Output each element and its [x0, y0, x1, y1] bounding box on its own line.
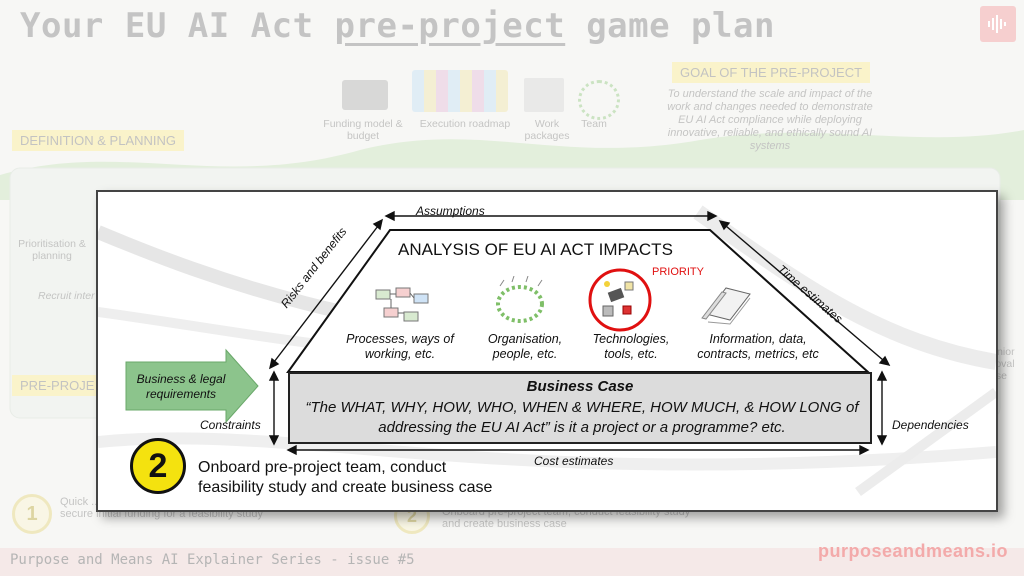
- series-footer: Purpose and Means AI Explainer Series - …: [10, 552, 415, 568]
- top-item-funding: Funding model & budget: [323, 118, 403, 142]
- recruit-label: Recruit inter: [38, 290, 95, 302]
- title-part1: Your EU AI Act: [20, 6, 335, 46]
- title-underlined: pre-project: [334, 6, 566, 46]
- constraints-label: Constraints: [200, 418, 261, 432]
- priority-label: PRIORITY: [652, 266, 704, 278]
- left-item-prioritisation: Prioritisation & planning: [18, 238, 86, 262]
- funding-icon: [342, 80, 388, 110]
- step1-number-circle: 1: [12, 494, 52, 534]
- top-item-roadmap: Execution roadmap: [419, 118, 511, 130]
- audio-wave-icon: [988, 15, 1006, 33]
- panel-sketch-background: [98, 205, 996, 497]
- page-title: Your EU AI Act pre-project game plan: [20, 6, 775, 46]
- work-packages-icon: [524, 78, 564, 112]
- business-case-title: Business Case: [526, 378, 634, 395]
- impact-label-processes: Processes, ways of working, etc.: [346, 332, 454, 361]
- site-link[interactable]: purposeandmeans.io: [817, 541, 1008, 561]
- step-number-circle: 2: [130, 438, 186, 494]
- cost-estimates-label: Cost estimates: [534, 454, 614, 468]
- top-item-work-packages: Work packages: [524, 118, 570, 142]
- step-text: Onboard pre-project team, conduct feasib…: [198, 459, 493, 496]
- technology-tools-icon: [588, 268, 652, 332]
- dependencies-label: Dependencies: [892, 418, 969, 432]
- top-item-team: Team: [581, 118, 607, 130]
- logo-icon[interactable]: [980, 6, 1016, 42]
- business-case-box: Business Case “The WHAT, WHY, HOW, WHO, …: [288, 372, 872, 444]
- people-circle-icon: [496, 276, 544, 323]
- analysis-title: ANALYSIS OF EU AI ACT IMPACTS: [398, 240, 673, 259]
- process-flow-icon: [375, 287, 429, 322]
- impact-label-organisation: Organisation, people, etc.: [487, 332, 563, 361]
- definition-planning-label: DEFINITION & PLANNING: [12, 130, 185, 151]
- title-part2: game plan: [565, 6, 775, 46]
- goal-label: GOAL OF THE PRE-PROJECT: [672, 62, 871, 83]
- goal-text: To understand the scale and impact of th…: [667, 88, 873, 152]
- impact-label-technologies: Technologies, tools, etc.: [592, 332, 670, 361]
- impact-label-information: Information, data, contracts, metrics, e…: [697, 332, 819, 361]
- analysis-panel: Assumptions Risks and benefits Time esti…: [96, 190, 998, 512]
- documents-stack-icon: [701, 287, 751, 325]
- assumptions-label: Assumptions: [416, 204, 485, 218]
- business-legal-arrow: [125, 348, 259, 424]
- roadmap-icon: [412, 70, 508, 112]
- team-icon: [578, 80, 620, 120]
- preproject-label: PRE-PROJE: [12, 375, 103, 396]
- business-case-text: “The WHAT, WHY, HOW, WHO, WHEN & WHERE, …: [305, 399, 859, 436]
- business-legal-label: Business & legal requirements: [136, 372, 226, 401]
